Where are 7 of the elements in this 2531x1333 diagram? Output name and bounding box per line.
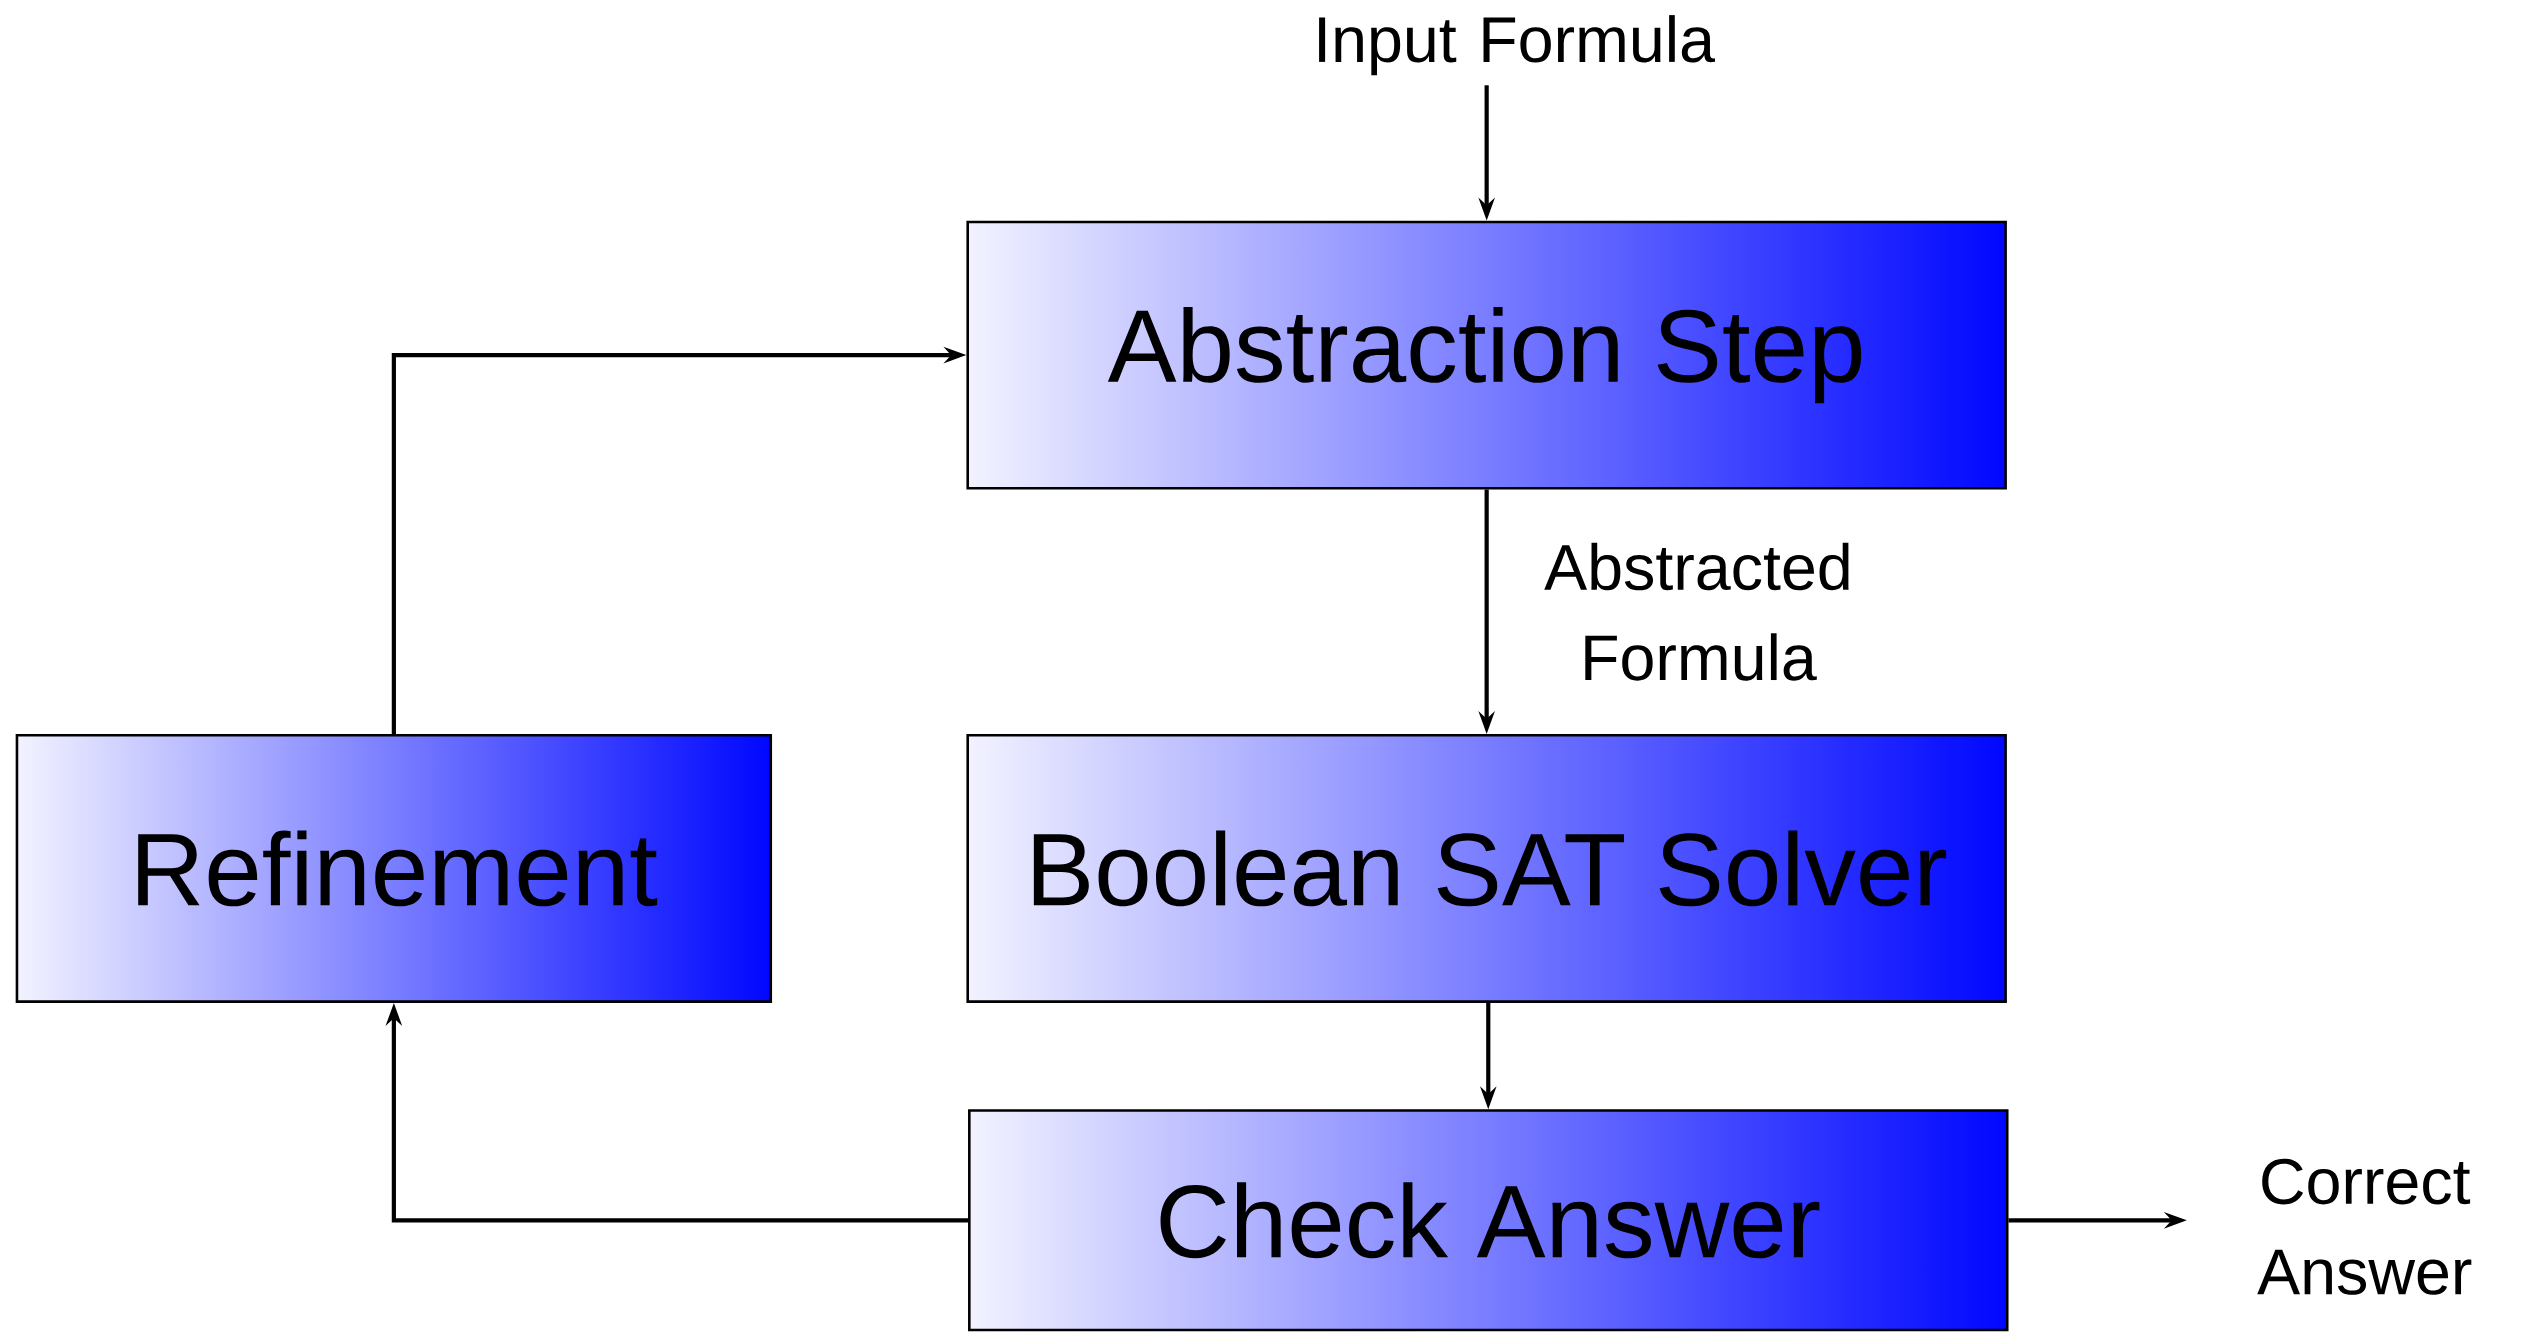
process-box: Boolean SAT Solver — [966, 733, 2007, 1003]
process-box: Check Answer — [968, 1109, 2009, 1332]
text-label: Correct Answer — [2257, 1158, 2472, 1295]
text-label: Input Formula — [1319, 14, 1715, 76]
edge-label: Abstracted Formula — [1509, 539, 1888, 684]
process-box: Refinement — [15, 733, 773, 1003]
process-box: Abstraction Step — [966, 220, 2007, 490]
